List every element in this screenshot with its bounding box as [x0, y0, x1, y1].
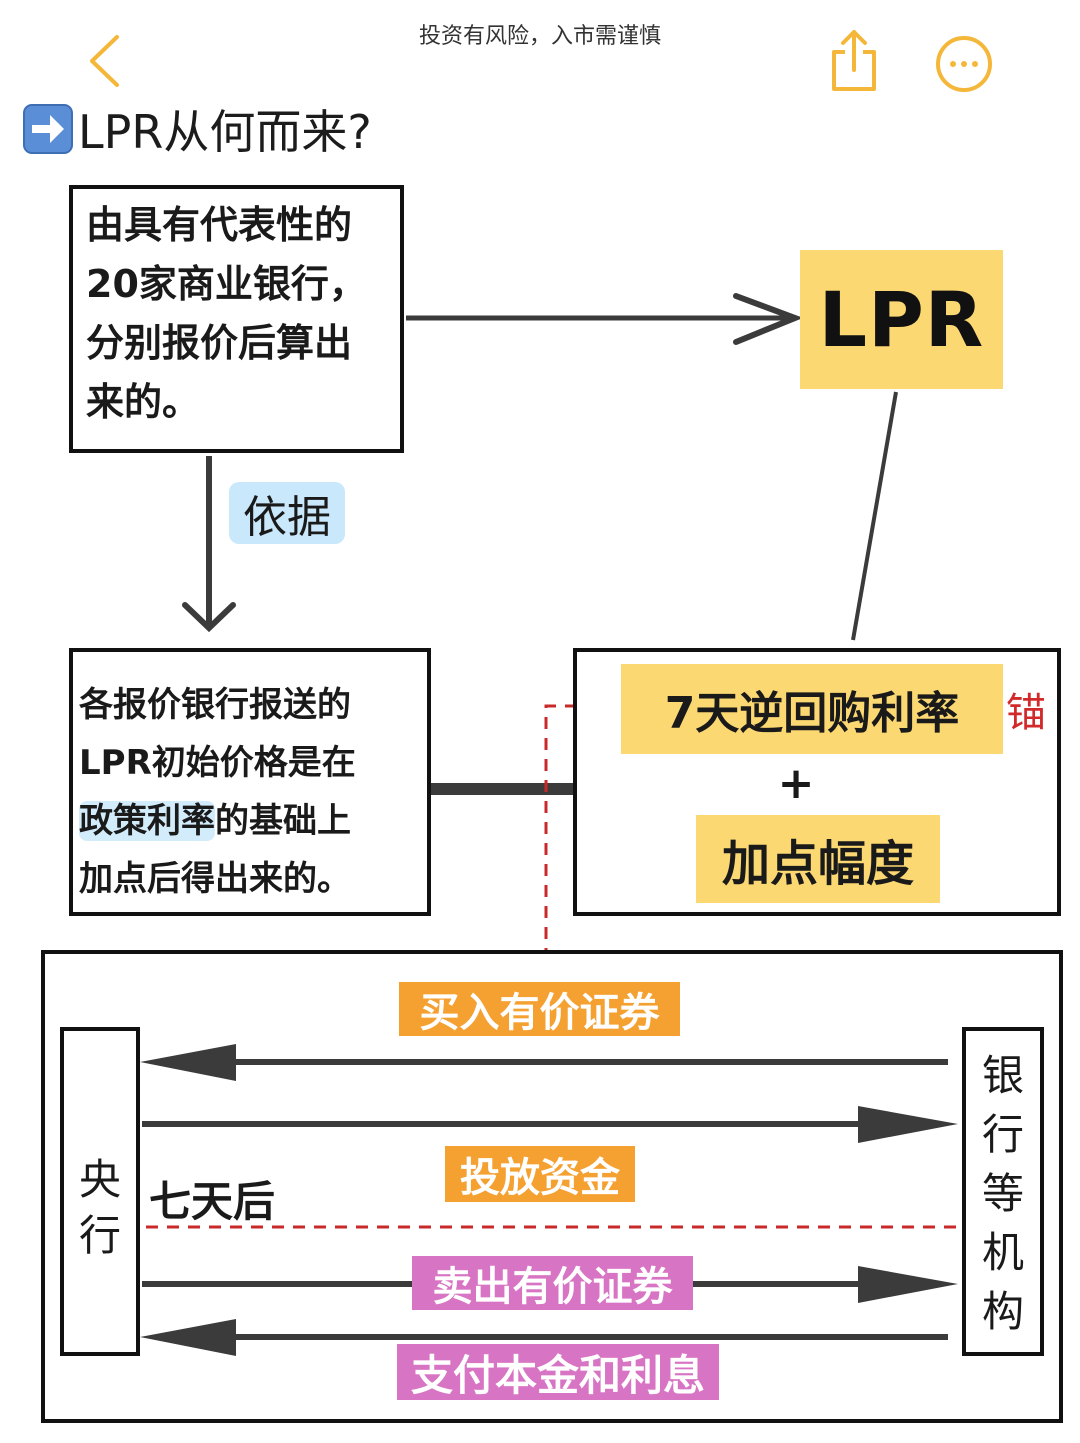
- arrow-down-basis-head: [182, 602, 236, 633]
- seven-days-later-label: 七天后: [149, 1177, 276, 1226]
- initial-price-box: [69, 648, 431, 916]
- pay-principal-interest-tag: 支付本金和利息: [397, 1344, 719, 1400]
- repo-rate-label: 7天逆回购利率: [621, 664, 1003, 754]
- banks-box: [962, 1027, 1044, 1356]
- risk-notice: 投资有风险，入市需谨慎: [418, 24, 661, 49]
- arrow-sell-securities-head: [858, 1266, 958, 1303]
- initial-line-4: 加点后得出来的。: [79, 859, 351, 899]
- buy-securities-tag: 买入有价证券: [399, 982, 680, 1036]
- policy-rate-highlight: 政策利率: [79, 801, 215, 841]
- central-bank-label: 央行: [78, 1155, 121, 1260]
- arrow-release-funds-head: [858, 1106, 958, 1143]
- plus-sign: +: [777, 758, 815, 809]
- quote-box-text: 由具有代表性的20家商业银行，分别报价后算出来的。: [86, 203, 367, 424]
- arrow-pay-back-head: [140, 1319, 236, 1356]
- basis-label: 依据: [229, 482, 345, 544]
- initial-price-text: 各报价银行报送的 LPR初始价格是在 政策利率的基础上 加点后得出来的。: [79, 676, 419, 908]
- quote-box: [69, 185, 404, 453]
- page-title: LPR从何而来?: [22, 96, 372, 162]
- release-funds-tag: 投放资金: [445, 1146, 635, 1202]
- markup-label: 加点幅度: [696, 815, 940, 903]
- anchor-label: 锚: [1006, 690, 1046, 736]
- initial-line-3-rest: 的基础上: [215, 801, 351, 841]
- more-icon[interactable]: [935, 35, 993, 93]
- right-arrow-emoji-icon: [23, 104, 73, 154]
- banks-label: 银行等机构: [981, 1051, 1024, 1336]
- share-icon[interactable]: [830, 28, 878, 92]
- initial-line-2: LPR初始价格是在: [79, 743, 356, 783]
- central-bank-box: [60, 1027, 140, 1356]
- repo-frame: [41, 950, 1063, 1423]
- arrow-to-lpr-head: [733, 293, 804, 345]
- initial-line-3: 政策利率的基础上: [79, 792, 419, 850]
- chevron-left-icon[interactable]: [86, 34, 122, 88]
- lpr-to-formula-line: [851, 391, 898, 641]
- sell-securities-tag: 卖出有价证券: [412, 1256, 693, 1310]
- initial-line-1: 各报价银行报送的: [79, 685, 351, 725]
- lpr-block: LPR: [800, 250, 1003, 389]
- page-title-text: LPR从何而来?: [78, 105, 372, 159]
- arrow-buy-securities-head: [140, 1044, 236, 1081]
